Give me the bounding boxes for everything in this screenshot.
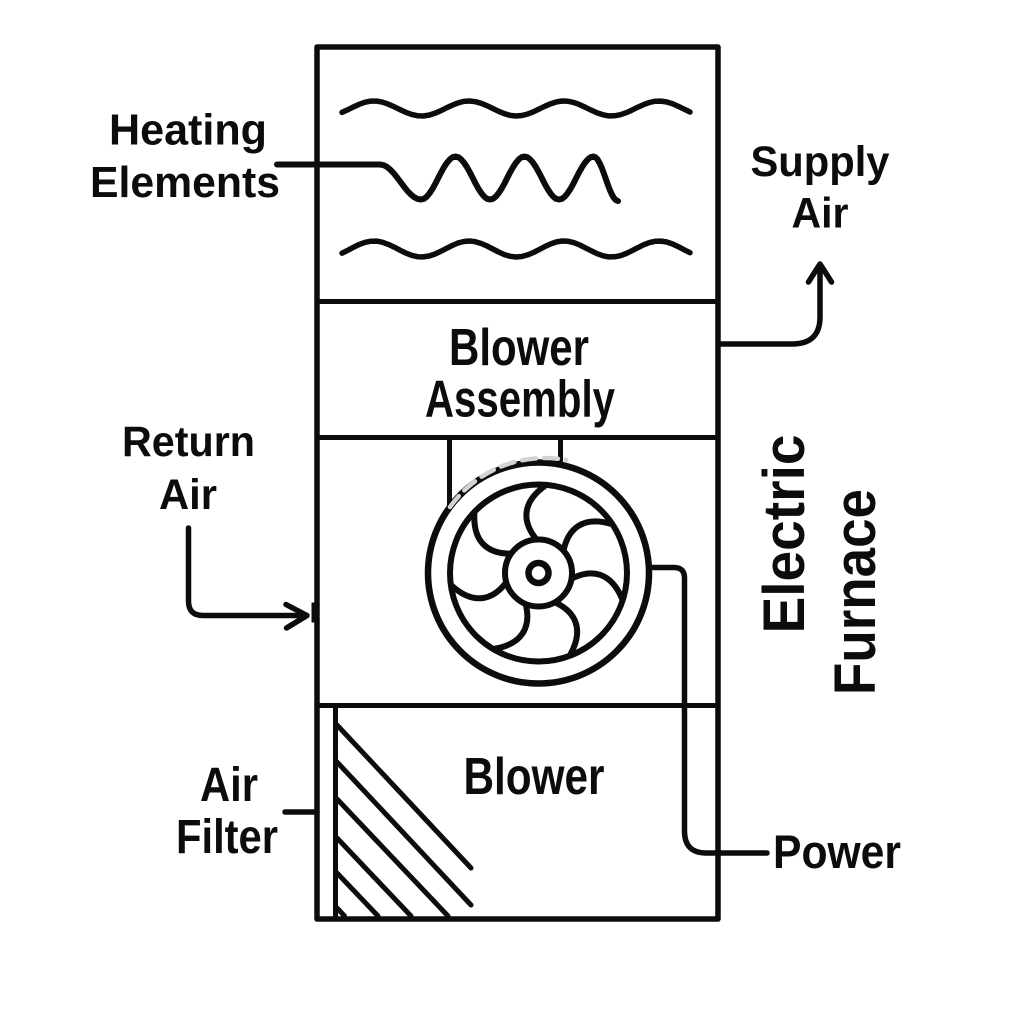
svg-text:Filter: Filter (176, 811, 278, 864)
svg-text:Heating: Heating (109, 106, 267, 155)
svg-text:Electric: Electric (752, 435, 817, 634)
svg-text:Blower: Blower (464, 748, 605, 806)
svg-text:Power: Power (773, 825, 901, 878)
svg-text:Return: Return (122, 418, 255, 466)
svg-text:Furnace: Furnace (823, 489, 888, 695)
svg-text:Elements: Elements (90, 158, 280, 207)
svg-text:Air: Air (792, 190, 849, 238)
svg-text:Air: Air (200, 759, 258, 812)
svg-text:Assembly: Assembly (425, 371, 615, 429)
svg-text:Blower: Blower (449, 319, 589, 377)
svg-text:Supply: Supply (751, 138, 890, 186)
svg-text:Air: Air (159, 471, 217, 519)
